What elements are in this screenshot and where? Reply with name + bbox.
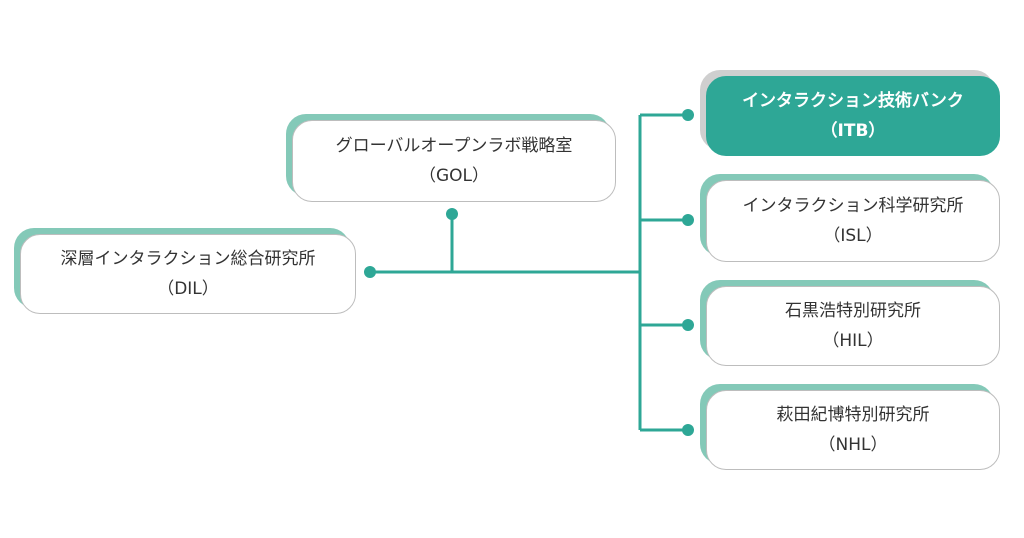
node-name: インタラクション技術バンク	[742, 91, 964, 111]
node-abbr: （ITB）	[820, 121, 886, 141]
node-box: 萩田紀博特別研究所 （NHL）	[706, 390, 1000, 470]
node-box: インタラクション技術バンク （ITB）	[706, 76, 1000, 156]
node-name: 萩田紀博特別研究所	[776, 405, 930, 425]
node-nhl: 萩田紀博特別研究所 （NHL）	[700, 384, 1000, 470]
node-name: 深層インタラクション総合研究所	[60, 249, 316, 269]
node-name: グローバルオープンラボ戦略室	[335, 136, 573, 156]
connector-dot-hil	[682, 319, 694, 331]
node-box: 深層インタラクション総合研究所 （DIL）	[20, 234, 356, 314]
node-hil: 石黒浩特別研究所 （HIL）	[700, 280, 1000, 366]
connector-dot-gol	[446, 208, 458, 220]
connector-dot-dil	[364, 266, 376, 278]
node-itb: インタラクション技術バンク （ITB）	[700, 70, 1000, 156]
node-gol: グローバルオープンラボ戦略室 （GOL）	[286, 114, 616, 202]
node-box: 石黒浩特別研究所 （HIL）	[706, 286, 1000, 366]
connector-dot-isl	[682, 214, 694, 226]
node-abbr: （GOL）	[418, 166, 490, 186]
node-name: インタラクション科学研究所	[742, 196, 964, 216]
connector-dot-nhl	[682, 424, 694, 436]
node-dil: 深層インタラクション総合研究所 （DIL）	[14, 228, 356, 314]
node-abbr: （ISL）	[823, 226, 883, 246]
node-box: インタラクション科学研究所 （ISL）	[706, 180, 1000, 262]
connector-dot-itb	[682, 109, 694, 121]
node-isl: インタラクション科学研究所 （ISL）	[700, 174, 1000, 262]
node-box: グローバルオープンラボ戦略室 （GOL）	[292, 120, 616, 202]
node-abbr: （NHL）	[818, 435, 888, 455]
node-abbr: （HIL）	[822, 331, 884, 351]
node-name: 石黒浩特別研究所	[785, 301, 921, 321]
node-abbr: （DIL）	[157, 279, 219, 299]
